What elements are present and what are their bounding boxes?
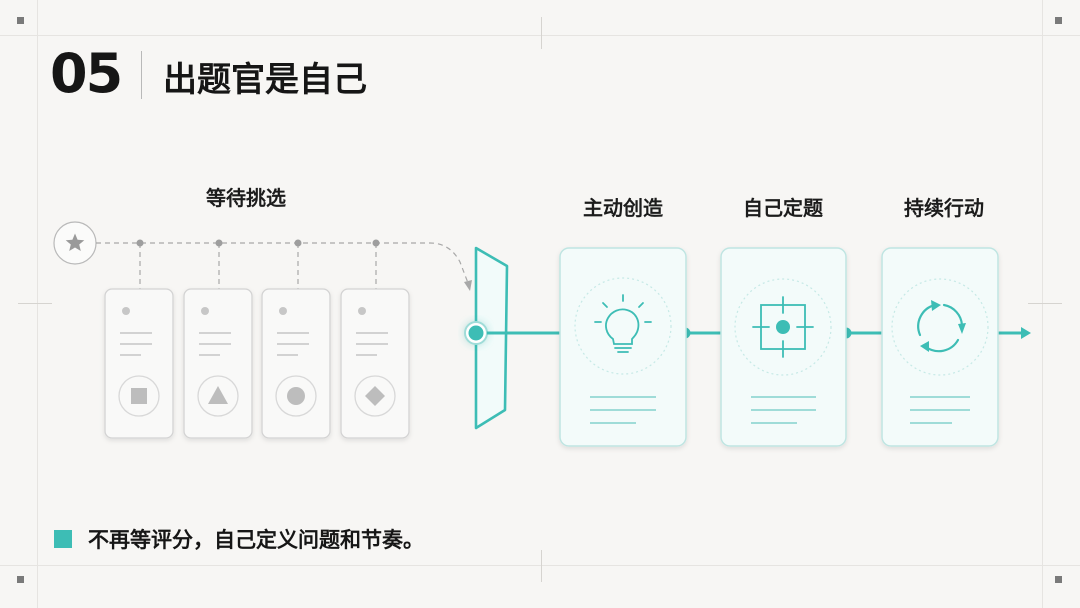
waiting-card bbox=[261, 288, 331, 439]
guide-line-bottom bbox=[0, 565, 1080, 566]
label-continue: 持续行动 bbox=[904, 196, 984, 220]
caption-text: 不再等评分，自己定义问题和节奏。 bbox=[88, 528, 424, 552]
square-icon bbox=[131, 388, 147, 404]
dashed-selection-path bbox=[96, 242, 469, 289]
page-title: 出题官是自己 bbox=[163, 60, 367, 100]
action-card-create bbox=[559, 247, 687, 447]
target-icon bbox=[752, 296, 814, 358]
lightbulb-icon bbox=[594, 294, 652, 353]
label-define: 自己定题 bbox=[743, 196, 823, 220]
arrow-right-icon bbox=[1021, 327, 1031, 339]
dashed-arrowhead bbox=[464, 280, 472, 291]
star-node-icon bbox=[53, 221, 97, 265]
center-tick-top bbox=[541, 17, 542, 49]
guide-line-left bbox=[37, 0, 38, 608]
corner-mark bbox=[17, 17, 24, 24]
middle-tick-left bbox=[18, 303, 52, 304]
label-waiting: 等待挑选 bbox=[206, 186, 286, 210]
center-tick-bottom bbox=[541, 550, 542, 582]
section-number: 05 bbox=[50, 42, 123, 105]
circle-icon bbox=[287, 387, 305, 405]
corner-mark bbox=[1055, 576, 1062, 583]
title-divider bbox=[141, 51, 142, 99]
gate-portal bbox=[464, 246, 509, 430]
action-card-define bbox=[720, 247, 847, 447]
action-card-continue bbox=[881, 247, 999, 447]
waiting-card bbox=[104, 288, 174, 439]
cycle-icon bbox=[917, 303, 964, 353]
guide-line-top bbox=[0, 35, 1080, 36]
path-dots bbox=[136, 239, 380, 247]
caption-bullet bbox=[54, 530, 72, 548]
middle-tick-right bbox=[1028, 303, 1062, 304]
corner-mark bbox=[1055, 17, 1062, 24]
corner-mark bbox=[17, 576, 24, 583]
guide-line-right bbox=[1042, 0, 1043, 608]
waiting-card bbox=[183, 288, 253, 439]
label-create: 主动创造 bbox=[583, 196, 663, 220]
waiting-card bbox=[340, 288, 410, 439]
triangle-icon bbox=[208, 386, 228, 404]
diamond-icon bbox=[365, 386, 385, 406]
